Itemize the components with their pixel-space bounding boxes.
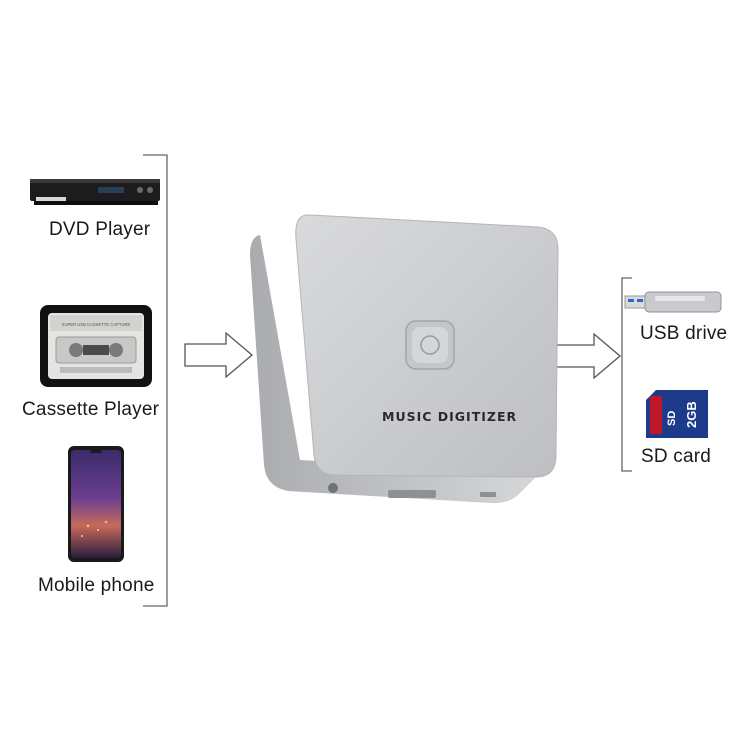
- output-arrow: [552, 332, 622, 380]
- device-brand-text: MUSIC DIGITIZER: [382, 409, 518, 424]
- dvd-player-image: [30, 179, 160, 205]
- input-arrow: [184, 331, 254, 379]
- cassette-player-label: Cassette Player: [22, 399, 160, 420]
- mobile-phone-label: Mobile phone: [38, 575, 155, 596]
- music-digitizer-device: [250, 214, 559, 504]
- usb-drive-label: USB drive: [640, 323, 728, 344]
- dvd-player-label: DVD Player: [49, 219, 151, 240]
- sd-card-image: SD 2GB: [646, 390, 708, 438]
- cassette-player-image: SUPER USB CASSETTE CAPTURE: [40, 305, 152, 387]
- mobile-phone-image: [68, 446, 124, 562]
- sd-card-label: SD card: [641, 446, 712, 467]
- sd-card-logo: SD: [666, 410, 678, 426]
- usb-drive-image: [624, 291, 722, 313]
- cassette-screen-text: SUPER USB CASSETTE CAPTURE: [62, 322, 131, 327]
- sd-card-capacity: 2GB: [684, 401, 699, 428]
